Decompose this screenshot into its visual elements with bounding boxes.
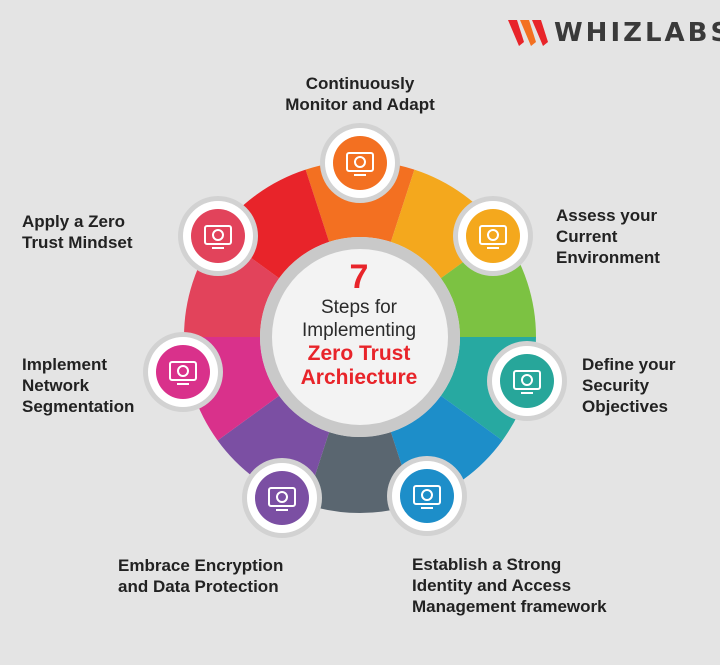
center-line-2: Implementing (301, 320, 417, 341)
monitor-search-icon (320, 123, 400, 203)
center-highlight-2: Archiecture (300, 366, 418, 389)
step-icons (143, 123, 567, 538)
center-title: 7 Steps for Implementing Zero Trust Arch… (278, 258, 440, 390)
target-monitor-icon (487, 341, 567, 421)
center-disc (272, 249, 448, 425)
encrypted-document-icon (242, 458, 322, 538)
center-number: 7 (349, 258, 369, 296)
brain-head-icon (178, 196, 258, 276)
id-card-network-icon (387, 456, 467, 536)
lock-user-icon (453, 196, 533, 276)
center-highlight-1: Zero Trust (307, 342, 411, 365)
network-segment-icon (143, 332, 223, 412)
brand-name: WHIZLABS (554, 18, 720, 48)
whizlabs-w-logo-icon (508, 20, 548, 46)
whizlabs-logo: WHIZLABS (508, 16, 720, 52)
center-line-1: Steps for (320, 297, 398, 318)
